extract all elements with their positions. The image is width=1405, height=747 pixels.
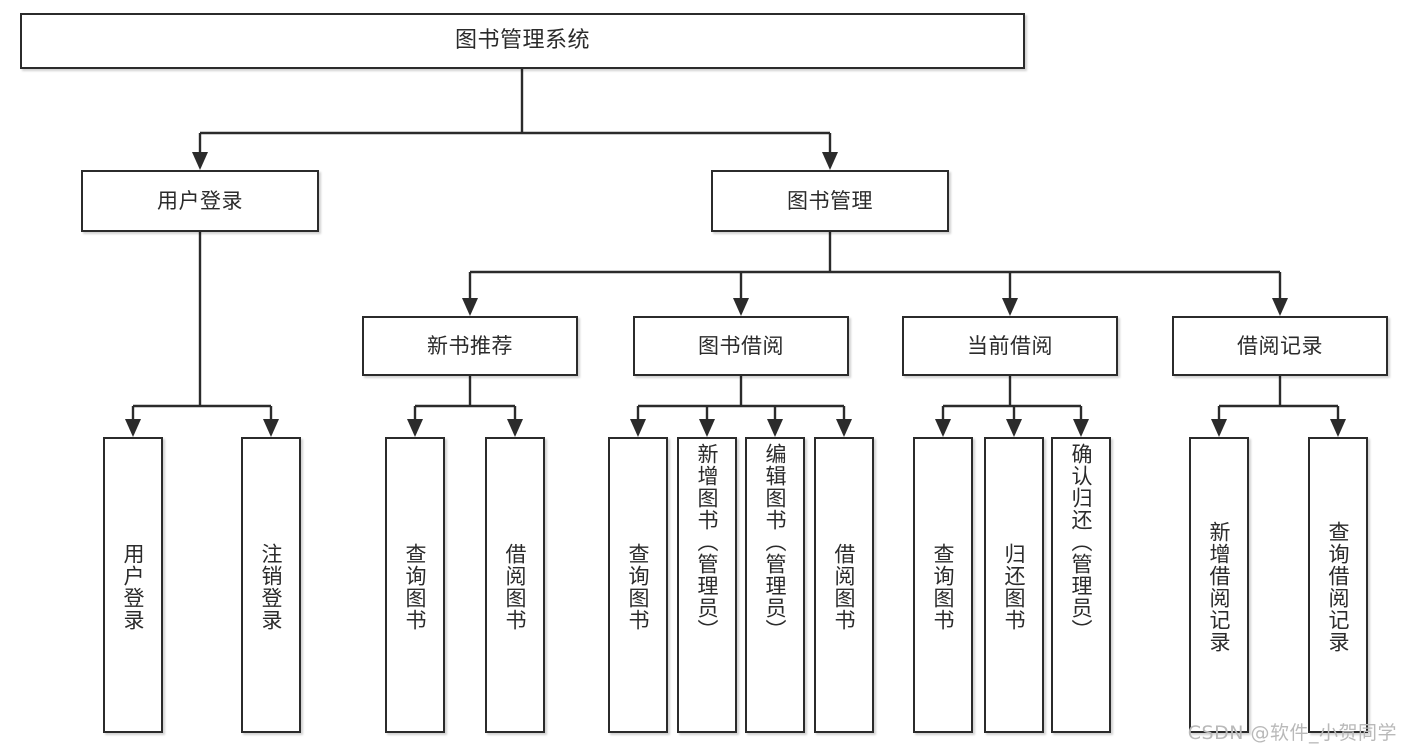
arrowhead-new-book-rec (462, 298, 478, 316)
node-cb-query-book[interactable]: 查询图书 (913, 437, 973, 733)
arrowhead-bb-borrow-book (836, 419, 852, 437)
node-book-borrow[interactable]: 图书借阅 (633, 316, 849, 376)
node-bb-edit-book-label: 编辑图书（管理员） (763, 443, 788, 641)
node-nbr-borrow-book[interactable]: 借阅图书 (485, 437, 545, 733)
node-leaf-user-logout-label: 注销登录 (259, 543, 284, 631)
node-book-borrow-label: 图书借阅 (698, 333, 784, 358)
node-cb-confirm-return[interactable]: 确认归还（管理员） (1051, 437, 1111, 733)
node-root-label: 图书管理系统 (454, 28, 590, 54)
arrowhead-nbr-borrow-book (507, 419, 523, 437)
node-root[interactable]: 图书管理系统 (20, 13, 1025, 69)
arrowhead-leaf-user-logout (263, 419, 279, 437)
arrowhead-cb-return-book (1006, 419, 1022, 437)
arrowhead-cb-query-book (935, 419, 951, 437)
node-bb-query-book[interactable]: 查询图书 (608, 437, 668, 733)
node-leaf-user-logout[interactable]: 注销登录 (241, 437, 301, 733)
arrowhead-bb-add-book (699, 419, 715, 437)
node-nbr-borrow-book-label: 借阅图书 (503, 543, 528, 631)
node-br-add-record-label: 新增借阅记录 (1207, 521, 1232, 653)
node-book-manage[interactable]: 图书管理 (711, 170, 949, 232)
arrowhead-user-login (192, 152, 208, 170)
node-new-book-rec-label: 新书推荐 (427, 333, 513, 358)
node-user-login[interactable]: 用户登录 (81, 170, 319, 232)
node-borrow-record[interactable]: 借阅记录 (1172, 316, 1388, 376)
node-new-book-rec[interactable]: 新书推荐 (362, 316, 578, 376)
node-user-login-label: 用户登录 (157, 188, 243, 213)
arrowhead-nbr-query-book (407, 419, 423, 437)
arrowhead-cb-confirm-return (1073, 419, 1089, 437)
arrowhead-current-borrow (1002, 298, 1018, 316)
node-bb-borrow-book-label: 借阅图书 (832, 543, 857, 631)
arrowhead-bb-query-book (630, 419, 646, 437)
node-br-query-record[interactable]: 查询借阅记录 (1308, 437, 1368, 733)
arrowhead-borrow-record (1272, 298, 1288, 316)
node-bb-query-book-label: 查询图书 (626, 543, 651, 631)
arrowhead-book-manage (822, 152, 838, 170)
node-bb-edit-book[interactable]: 编辑图书（管理员） (745, 437, 805, 733)
node-current-borrow[interactable]: 当前借阅 (902, 316, 1118, 376)
node-cb-return-book[interactable]: 归还图书 (984, 437, 1044, 733)
arrowhead-bb-edit-book (767, 419, 783, 437)
node-br-add-record[interactable]: 新增借阅记录 (1189, 437, 1249, 733)
node-bb-borrow-book[interactable]: 借阅图书 (814, 437, 874, 733)
node-book-manage-label: 图书管理 (787, 188, 873, 213)
node-current-borrow-label: 当前借阅 (967, 333, 1053, 358)
arrowhead-leaf-user-login (125, 419, 141, 437)
node-nbr-query-book[interactable]: 查询图书 (385, 437, 445, 733)
node-bb-add-book-label: 新增图书（管理员） (695, 443, 720, 641)
arrowhead-book-borrow (733, 298, 749, 316)
arrowhead-br-add-record (1211, 419, 1227, 437)
watermark: CSDN @软件_小贺同学 (1187, 722, 1397, 744)
node-cb-confirm-return-label: 确认归还（管理员） (1069, 443, 1094, 641)
node-leaf-user-login[interactable]: 用户登录 (103, 437, 163, 733)
node-borrow-record-label: 借阅记录 (1237, 333, 1323, 358)
node-bb-add-book[interactable]: 新增图书（管理员） (677, 437, 737, 733)
node-cb-return-book-label: 归还图书 (1002, 543, 1027, 631)
node-leaf-user-login-label: 用户登录 (121, 543, 146, 631)
node-br-query-record-label: 查询借阅记录 (1326, 521, 1351, 653)
node-nbr-query-book-label: 查询图书 (403, 543, 428, 631)
arrowhead-br-query-record (1330, 419, 1346, 437)
node-cb-query-book-label: 查询图书 (931, 543, 956, 631)
